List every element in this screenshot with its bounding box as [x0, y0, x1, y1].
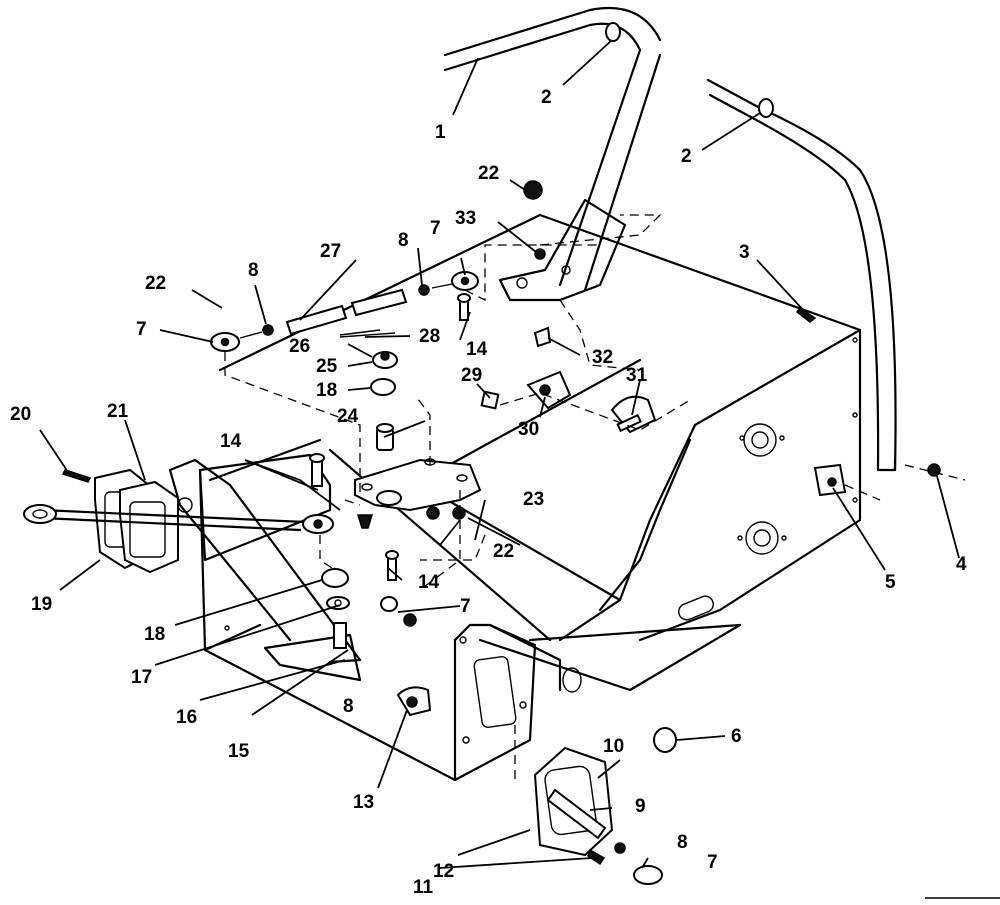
label-1: 1 — [435, 122, 446, 143]
label-29: 29 — [461, 365, 482, 386]
label-8a: 8 — [248, 260, 259, 281]
right-hardware — [480, 180, 941, 497]
label-2a: 2 — [541, 87, 552, 108]
label-20: 20 — [10, 404, 31, 425]
label-7b: 7 — [430, 218, 441, 239]
label-7d: 7 — [707, 852, 718, 873]
label-26: 26 — [289, 336, 310, 357]
label-2b: 2 — [681, 146, 692, 167]
label-27: 27 — [320, 241, 341, 262]
label-9: 9 — [635, 796, 646, 817]
label-7a: 7 — [136, 319, 147, 340]
label-22c: 22 — [493, 541, 514, 562]
label-32: 32 — [592, 347, 613, 368]
label-10: 10 — [603, 736, 624, 757]
side-plates — [94, 468, 179, 574]
left-arm — [168, 458, 362, 664]
label-23: 23 — [523, 489, 544, 510]
assembly-lines — [224, 214, 966, 851]
part-labels: 1 2 2 3 4 5 6 7 7 7 7 8 8 8 8 9 10 11 12… — [10, 87, 967, 898]
label-22a: 22 — [145, 273, 166, 294]
label-22b: 22 — [478, 163, 499, 184]
lower-mount — [321, 568, 417, 649]
label-4: 4 — [956, 554, 967, 575]
label-8d: 8 — [677, 832, 688, 853]
label-19: 19 — [31, 594, 52, 615]
label-14a: 14 — [220, 431, 242, 452]
label-15: 15 — [228, 741, 250, 762]
label-21: 21 — [107, 401, 129, 422]
label-18a: 18 — [144, 624, 165, 645]
label-7c: 7 — [460, 596, 471, 617]
handle-arm — [498, 48, 662, 302]
label-13: 13 — [353, 792, 374, 813]
label-5: 5 — [885, 572, 896, 593]
label-25: 25 — [316, 356, 338, 377]
label-11: 11 — [413, 877, 434, 898]
label-33: 33 — [455, 208, 476, 229]
small-pins — [61, 329, 381, 483]
label-3: 3 — [739, 242, 750, 263]
label-24: 24 — [337, 406, 359, 427]
label-6: 6 — [731, 726, 742, 747]
label-12: 12 — [433, 861, 454, 882]
lower-hardware — [396, 686, 677, 753]
leader-lines — [39, 39, 960, 869]
handle-bar — [443, 6, 897, 472]
label-14b: 14 — [466, 339, 488, 360]
label-28: 28 — [419, 326, 440, 347]
label-31: 31 — [626, 365, 648, 386]
label-8b: 8 — [398, 230, 409, 251]
label-17: 17 — [131, 667, 152, 688]
center-bracket — [309, 293, 482, 581]
label-30: 30 — [518, 419, 539, 440]
label-18b: 18 — [316, 380, 337, 401]
label-16: 16 — [176, 707, 197, 728]
label-8c: 8 — [343, 696, 354, 717]
label-14c: 14 — [418, 572, 440, 593]
